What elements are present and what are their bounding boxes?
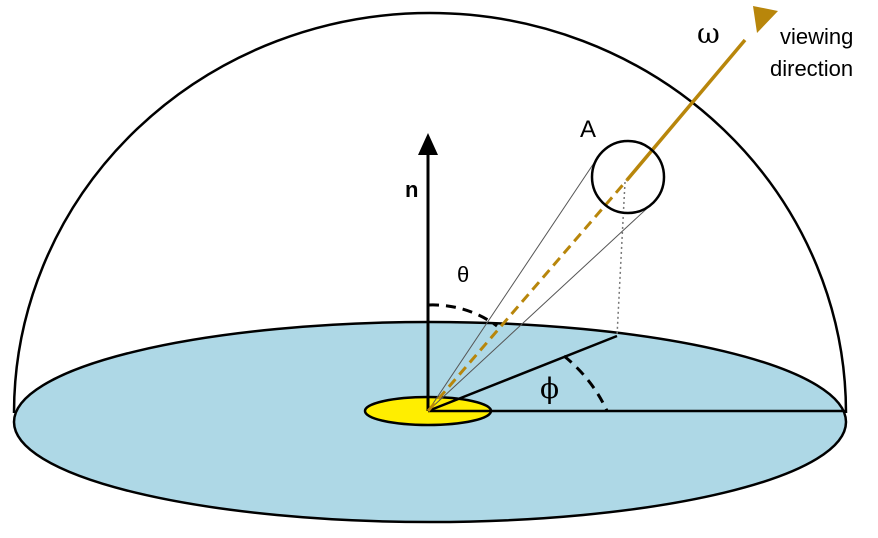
- viewing-direction-dashed: [426, 179, 629, 412]
- projected-direction-line: [427, 334, 618, 413]
- area-label: A: [580, 116, 596, 143]
- theta-arc: [428, 303, 498, 328]
- hemisphere-dome: [12, 11, 848, 414]
- omega-label: ω: [697, 17, 720, 50]
- phi-arc: [563, 354, 609, 412]
- cone-edge-upper: [427, 156, 599, 412]
- phi-label: ϕ: [540, 372, 559, 405]
- vertical-projection-line: [616, 181, 626, 337]
- viewing-direction-label-line2: direction: [770, 56, 853, 81]
- viewing-direction-arrow: [625, 38, 747, 182]
- normal-label: n: [405, 177, 418, 202]
- viewing-direction-arrowhead: [753, 6, 778, 33]
- theta-label: θ: [457, 262, 469, 287]
- cone-edge-lower: [427, 200, 656, 412]
- normal-arrowhead: [418, 133, 438, 155]
- viewing-direction-label-line1: viewing: [780, 24, 853, 49]
- area-circle: [590, 139, 666, 215]
